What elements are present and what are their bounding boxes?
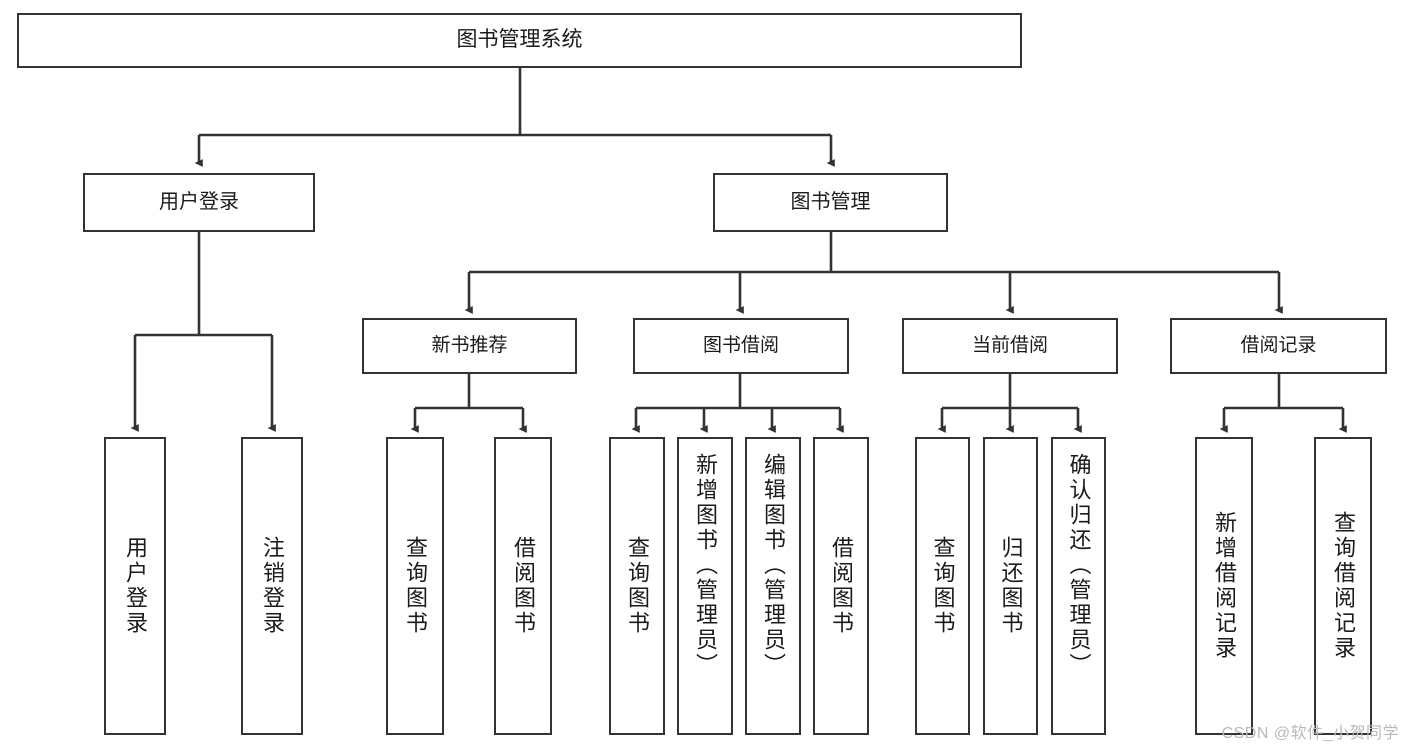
node-label: 新增图书（管理员） — [693, 453, 718, 678]
node-label: 归还图书 — [998, 536, 1024, 636]
leaf-record-query-record[interactable]: 查询借阅记录 — [1314, 437, 1372, 735]
leaf-current-query-book[interactable]: 查询图书 — [915, 437, 970, 735]
node-label: 新书推荐 — [431, 334, 508, 356]
node-borrow-record[interactable]: 借阅记录 — [1170, 318, 1387, 374]
leaf-recommend-query-book[interactable]: 查询图书 — [386, 437, 444, 735]
node-label: 查询图书 — [403, 536, 428, 636]
node-label: 注销登录 — [260, 536, 285, 636]
leaf-borrow-borrow-book[interactable]: 借阅图书 — [813, 437, 869, 735]
node-label: 用户登录 — [123, 536, 148, 636]
node-label: 图书管理系统 — [456, 28, 583, 52]
node-current-borrow[interactable]: 当前借阅 — [902, 318, 1118, 374]
leaf-borrow-edit-book-admin[interactable]: 编辑图书（管理员） — [745, 437, 801, 735]
node-label: 图书管理 — [790, 190, 871, 213]
node-label: 借阅图书 — [511, 536, 536, 636]
node-label: 用户登录 — [159, 190, 239, 213]
node-book-management[interactable]: 图书管理 — [713, 173, 948, 232]
node-label: 确认归还（管理员） — [1066, 453, 1092, 678]
node-user-login[interactable]: 用户登录 — [83, 173, 315, 232]
node-label: 图书借阅 — [702, 334, 779, 356]
node-label: 编辑图书（管理员） — [761, 453, 786, 678]
node-root-system[interactable]: 图书管理系统 — [17, 13, 1022, 68]
leaf-user-login-signout[interactable]: 注销登录 — [241, 437, 303, 735]
leaf-borrow-query-book[interactable]: 查询图书 — [609, 437, 665, 735]
leaf-recommend-borrow-book[interactable]: 借阅图书 — [494, 437, 552, 735]
leaf-current-return-book[interactable]: 归还图书 — [983, 437, 1038, 735]
node-label: 当前借阅 — [971, 334, 1048, 356]
leaf-current-confirm-return-admin[interactable]: 确认归还（管理员） — [1051, 437, 1106, 735]
node-label: 借阅图书 — [829, 536, 854, 636]
node-label: 查询图书 — [930, 536, 956, 636]
node-new-book-recommend[interactable]: 新书推荐 — [362, 318, 577, 374]
leaf-user-login-signin[interactable]: 用户登录 — [104, 437, 166, 735]
node-label: 新增借阅记录 — [1212, 511, 1237, 661]
leaf-record-add-record[interactable]: 新增借阅记录 — [1195, 437, 1253, 735]
node-label: 查询借阅记录 — [1331, 511, 1356, 661]
node-book-borrow[interactable]: 图书借阅 — [633, 318, 849, 374]
leaf-borrow-add-book-admin[interactable]: 新增图书（管理员） — [677, 437, 733, 735]
node-label: 借阅记录 — [1240, 334, 1317, 356]
node-label: 查询图书 — [625, 536, 650, 636]
watermark: CSDN @软件_小贺同学 — [1221, 725, 1399, 742]
